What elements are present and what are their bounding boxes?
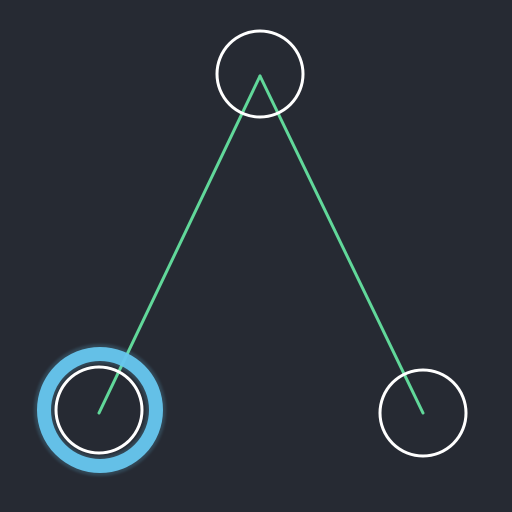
- selection-ring-soft: [34, 344, 166, 476]
- node-top[interactable]: [215, 29, 305, 119]
- edges-layer: [97, 74, 425, 415]
- edge-top-to-bottom-right: [258, 74, 425, 415]
- nodes-layer: [34, 29, 468, 476]
- node-bottom-right[interactable]: [378, 368, 468, 458]
- node-bottom-left[interactable]: [54, 365, 144, 455]
- selected-node-highlight: [34, 344, 166, 476]
